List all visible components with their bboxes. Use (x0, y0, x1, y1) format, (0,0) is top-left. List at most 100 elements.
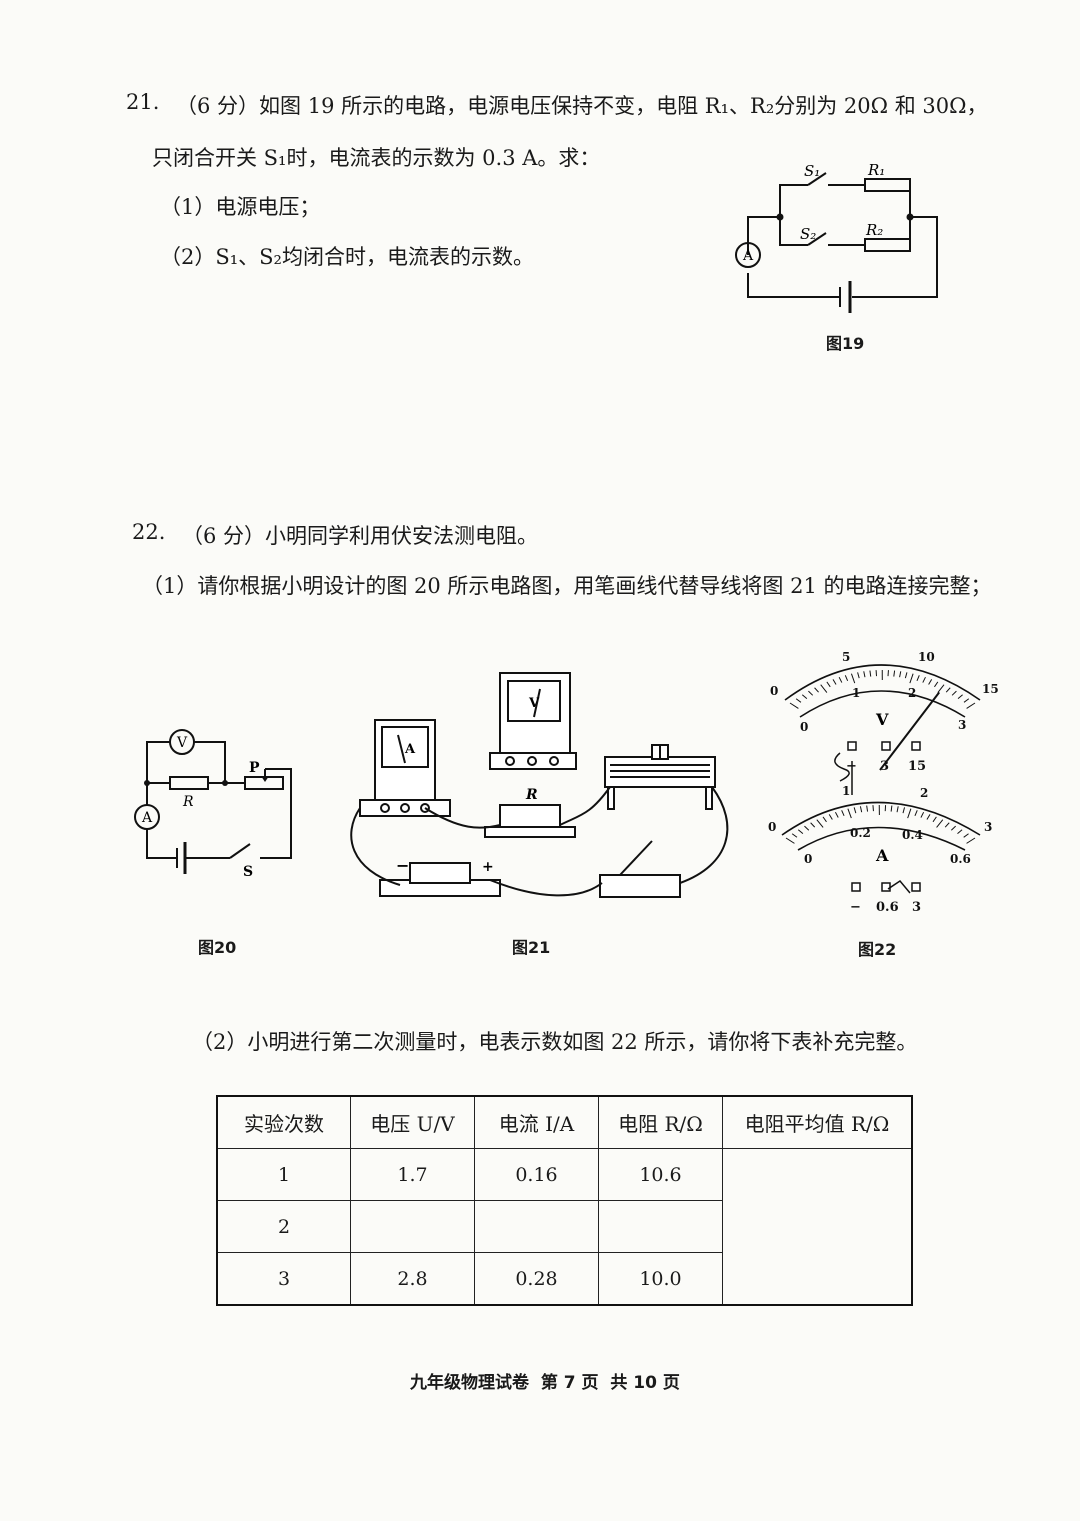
scale-tick (926, 814, 931, 820)
fig20-r-label: R (182, 794, 194, 810)
fig20-voltmeter-label: V (176, 735, 188, 751)
scale-tick (866, 805, 869, 812)
scale-tick (909, 673, 914, 684)
scale-tick (853, 807, 857, 814)
fig21-battery-plus: + (482, 859, 494, 875)
cell-current: 0.16 (474, 1148, 599, 1201)
scale-tick (902, 807, 906, 814)
scale-tick (808, 690, 814, 696)
ammeter-outer-tick-3: 3 (984, 820, 992, 834)
scale-tick (934, 681, 939, 688)
scale-tick (945, 687, 951, 693)
figure-20-caption: 图20 (198, 938, 237, 957)
scale-tick (822, 816, 827, 823)
fig19-ammeter-label: A (742, 248, 754, 264)
scale-tick (950, 825, 956, 831)
scale-tick (814, 687, 819, 693)
q22-number: 22. (132, 520, 166, 544)
scale-tick (785, 837, 795, 844)
scale-tick (890, 805, 893, 812)
ammeter-terminal-3: 3 (912, 900, 921, 915)
fig21-resistor-label: R (525, 787, 538, 803)
q21-sub1: （1）电源电压； (160, 195, 321, 219)
voltmeter-terminal-15: 15 (908, 759, 926, 774)
figure-20-circuit-diagram: V A R P S (134, 729, 292, 880)
ammeter-inner-tick-06: 0.6 (950, 852, 971, 866)
table-row: 2 (216, 1200, 912, 1253)
scale-tick (904, 672, 908, 679)
fig19-s1-label: S₁ (804, 162, 820, 180)
scale-tick (795, 698, 802, 703)
ammeter-inner-tick-04: 0.4 (902, 828, 923, 842)
voltmeter-inner-tick-3: 3 (958, 718, 966, 732)
cell-trial: 2 (216, 1200, 351, 1253)
scale-tick (857, 672, 860, 679)
ammeter-outer-tick-1: 1 (842, 784, 850, 798)
scale-tick (801, 694, 808, 700)
scale-tick (893, 670, 896, 677)
scale-tick (789, 702, 799, 709)
scale-tick (963, 833, 969, 838)
q22-line1: （6 分）小明同学利用伏安法测电阻。 (182, 524, 539, 548)
cell-resistance (598, 1200, 723, 1253)
scale-tick (828, 814, 833, 820)
fig19-s2-label: S₂ (800, 225, 816, 243)
q21-line1: （6 分）如图 19 所示的电路，电源电压保持不变，电阻 R₁、R₂分别为 20… (176, 94, 988, 118)
fig19-r2-label: R₂ (865, 221, 883, 239)
fig19-r1-label: R₁ (867, 161, 885, 179)
fig20-s-label: S (243, 864, 253, 880)
measurement-table: 实验次数 电压 U/V 电流 I/A 电阻 R/Ω 电阻平均值 R/Ω 1 1.… (216, 1095, 913, 1306)
scale-tick (907, 808, 912, 819)
q21-number: 21. (126, 90, 160, 114)
scale-tick (844, 675, 849, 681)
scale-tick (957, 829, 963, 835)
scale-tick (820, 684, 828, 693)
ammeter-terminal-06: 0.6 (876, 900, 899, 915)
cell-resistance: 10.6 (598, 1148, 723, 1201)
scale-tick (797, 829, 804, 835)
cell-trial: 1 (216, 1148, 351, 1201)
fig21-battery-minus: − (396, 856, 409, 875)
header-current: 电流 I/A (474, 1095, 599, 1149)
scale-tick (826, 681, 831, 688)
voltmeter-outer-tick-0: 0 (770, 684, 778, 698)
table-header-row: 实验次数 电压 U/V 电流 I/A 电阻 R/Ω 电阻平均值 R/Ω (216, 1095, 913, 1149)
figure-19-caption: 图19 (826, 334, 865, 353)
fig21-voltmeter-label: V (528, 696, 540, 711)
voltmeter-scale-ticks (789, 669, 976, 709)
scale-tick (937, 684, 945, 693)
scale-tick (816, 819, 824, 828)
voltmeter-unit-label: V (875, 710, 889, 729)
ammeter-scale-ticks (785, 804, 976, 844)
figure-21-apparatus: A V R − + (350, 672, 729, 898)
figure-22-caption: 图22 (858, 940, 897, 959)
ammeter-inner-tick-0: 0 (804, 852, 812, 866)
figure-21-caption: 图21 (512, 938, 551, 957)
scale-tick (850, 673, 856, 684)
header-resistance: 电阻 R/Ω (598, 1095, 723, 1149)
voltmeter-outer-tick-15: 15 (982, 682, 999, 696)
scale-tick (963, 698, 970, 703)
q22-sub2: （2）小明进行第二次测量时，电表示数如图 22 所示，请你将下表补充完整。 (192, 1030, 918, 1054)
cell-current: 0.28 (474, 1252, 599, 1306)
header-average-resistance: 电阻平均值 R/Ω (722, 1095, 913, 1149)
voltmeter-terminal-3: 3 (880, 759, 889, 774)
scale-tick (957, 694, 963, 700)
q22-sub1: （1）请你根据小明设计的图 20 所示电路图，用笔画线代替导线将图 21 的电路… (142, 574, 992, 598)
cell-voltage (350, 1200, 475, 1253)
voltmeter-outer-tick-10: 10 (918, 650, 935, 664)
table-row: 3 2.8 0.28 10.0 (216, 1252, 912, 1306)
cell-trial: 3 (216, 1252, 351, 1306)
scale-tick (928, 679, 933, 685)
page-footer: 九年级物理试卷 第 7 页 共 10 页 (410, 1373, 680, 1393)
scale-tick (899, 671, 902, 678)
scale-tick (810, 822, 816, 828)
cell-average-resistance (722, 1148, 913, 1306)
scale-tick (859, 806, 863, 813)
scale-tick (966, 702, 976, 709)
q21-line2: 只闭合开关 S₁时，电流表的示数为 0.3 A。求： (152, 146, 601, 170)
table-row: 1 1.7 0.16 10.6 (216, 1148, 913, 1306)
scale-tick (951, 690, 957, 696)
scale-tick (832, 679, 837, 685)
scale-tick (932, 816, 937, 823)
